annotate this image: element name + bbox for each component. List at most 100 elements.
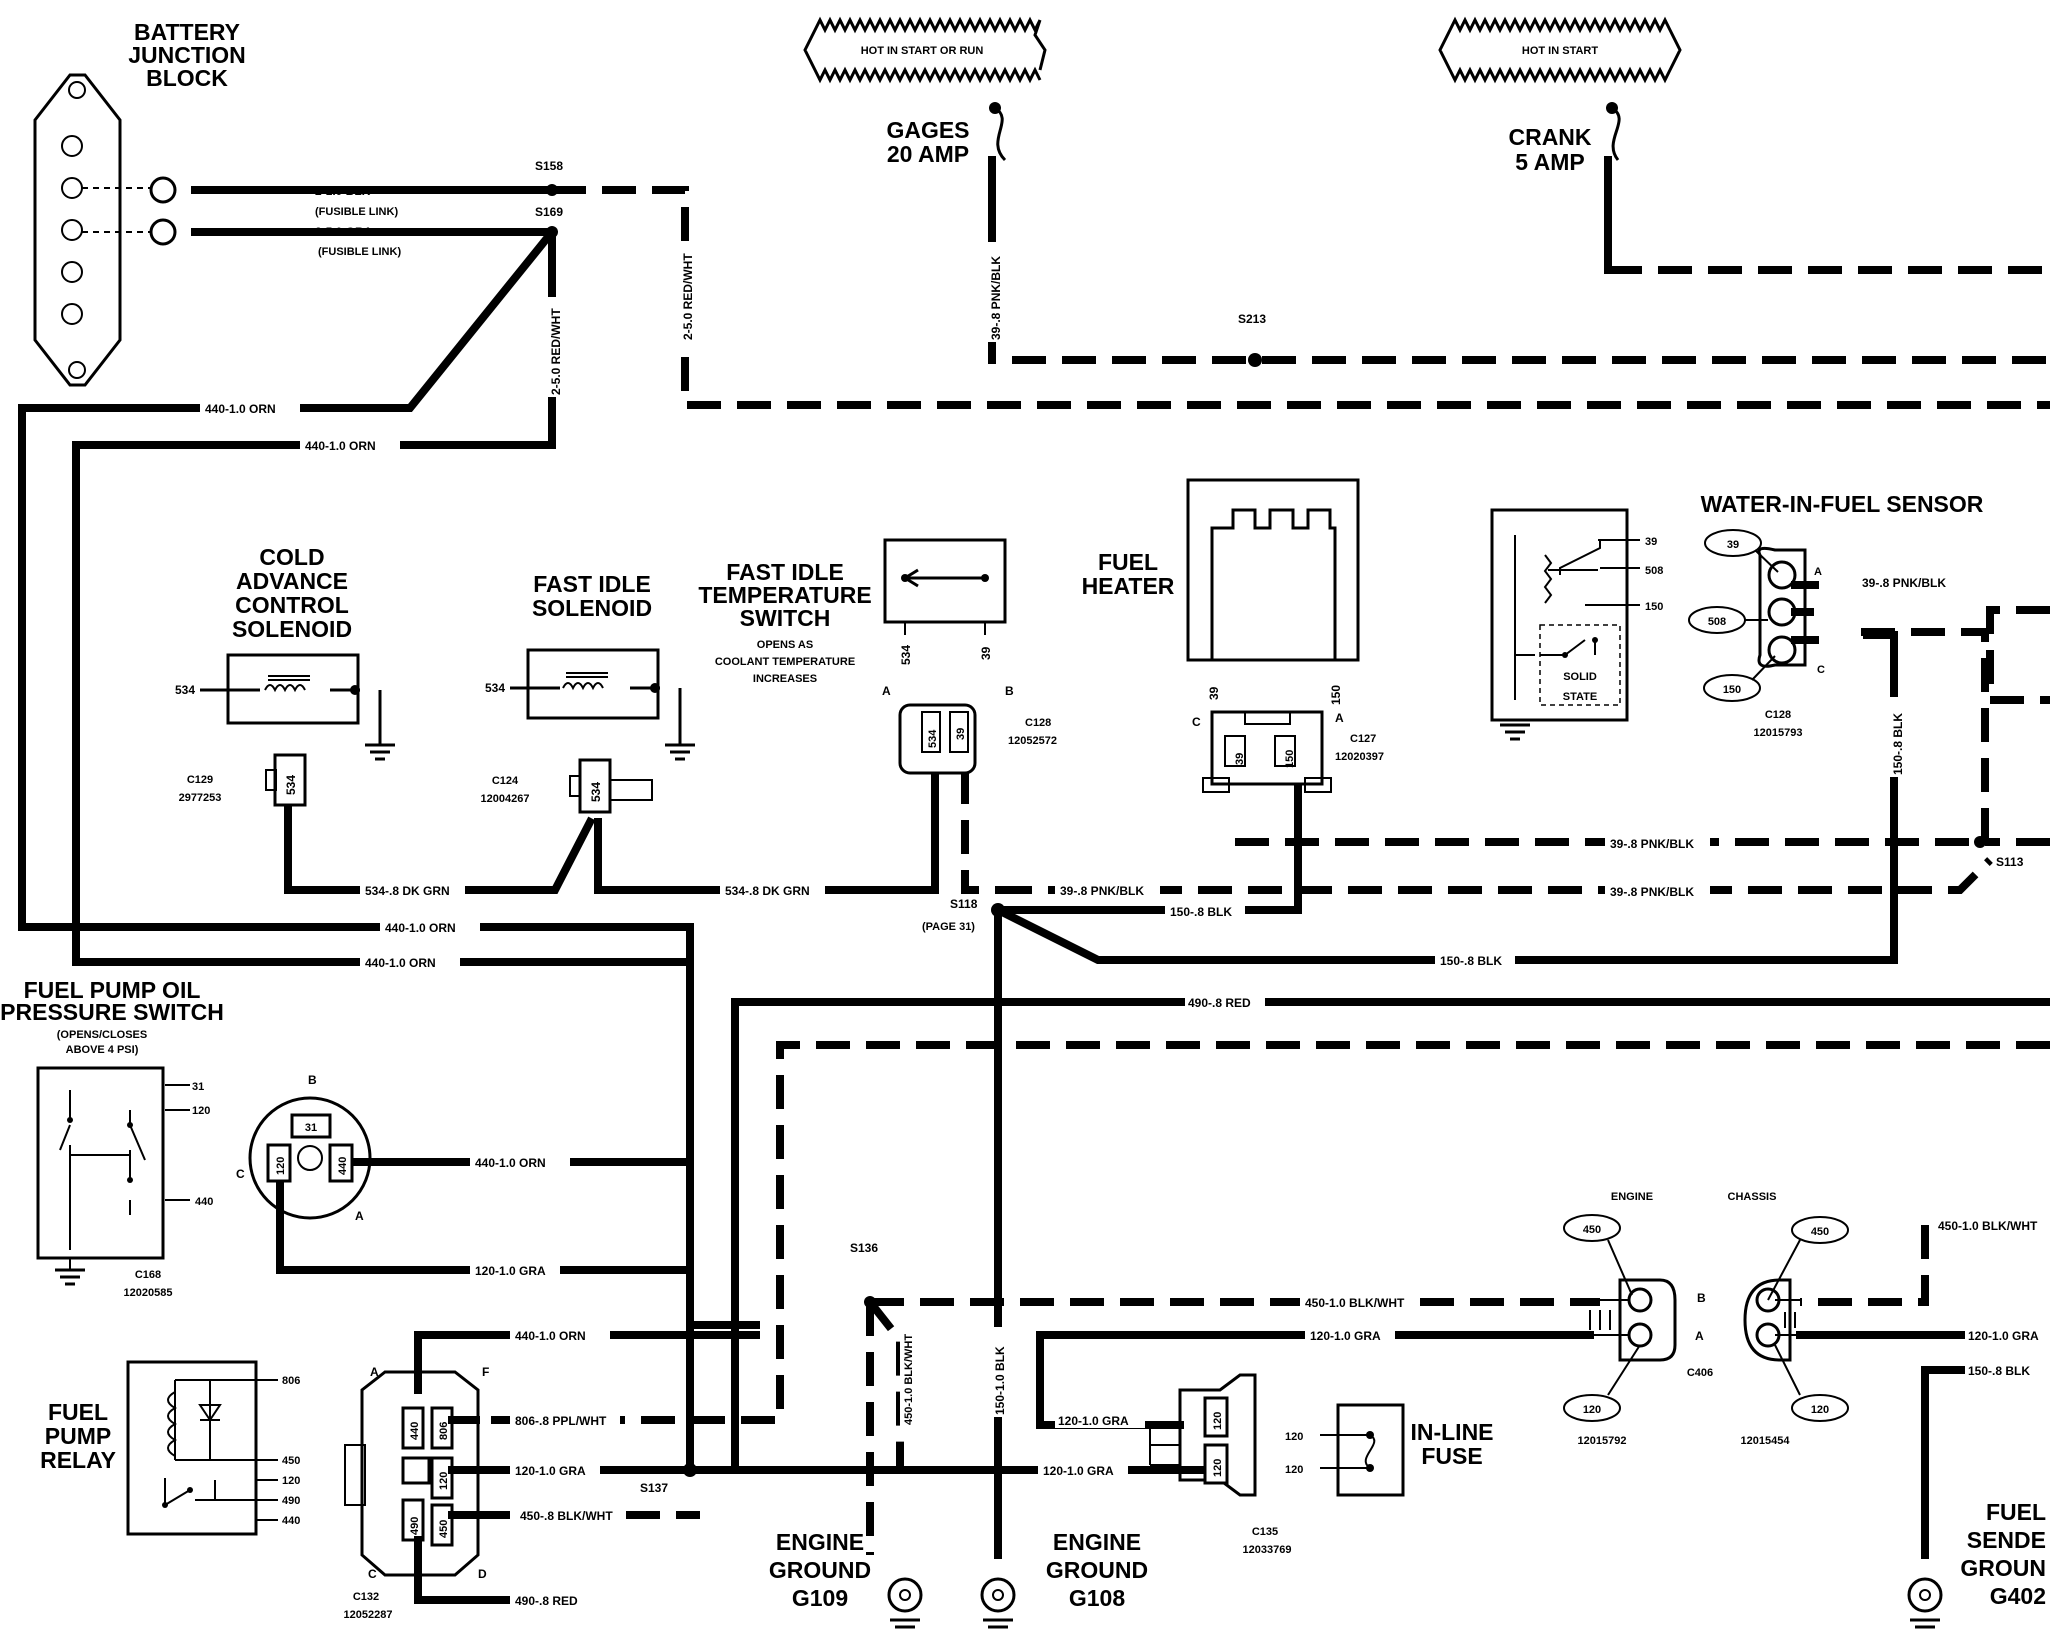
pin-490: 490 (409, 1517, 421, 1535)
splice-s136: S136 (850, 1241, 878, 1255)
pin-39: 39 (1234, 753, 1246, 765)
inline-fuse-label-2: FUSE (1421, 1443, 1482, 1469)
inline-fuse: 120 120 IN-LINE FUSE (1285, 1403, 1494, 1497)
c406-chassis-label: CHASSIS (1728, 1191, 1777, 1203)
gages-fuse-label-1: GAGES (886, 117, 969, 143)
pin-120: 120 (438, 1472, 450, 1490)
wire-label-blk-wht-450-r: 450-1.0 BLK/WHT (1938, 1219, 2038, 1233)
splice-dot (546, 226, 558, 238)
switch-contacts-icon (59, 1124, 146, 1161)
pin-120: 120 (192, 1105, 210, 1117)
pin-39: 39 (955, 728, 967, 740)
wire-label-blk-fusible: 2-1.0 BLK (315, 184, 371, 198)
cold-advance-solenoid: COLD ADVANCE CONTROL SOLENOID 534 534 C1… (175, 544, 395, 807)
g109-label-2: GROUND (769, 1557, 871, 1583)
cold-advance-label-4: SOLENOID (232, 616, 352, 642)
gages-fuse-label-2: 20 AMP (887, 141, 969, 167)
pin-c: C (1192, 715, 1201, 729)
callout-120: 120 (1811, 1404, 1829, 1416)
splice-s158: S158 (535, 159, 563, 173)
pin-b: B (1697, 1291, 1706, 1305)
g402-label-2: SENDE (1967, 1527, 2046, 1553)
wire-label-orn-2: 440-1.0 ORN (305, 439, 376, 453)
coil-icon (264, 675, 310, 693)
ground-g108: ENGINE GROUND G108 (980, 1529, 1148, 1629)
cold-advance-label-3: CONTROL (235, 592, 349, 618)
pin-534: 534 (485, 681, 505, 695)
diode-icon (198, 1404, 222, 1422)
callout-39: 39 (1727, 539, 1739, 551)
hot-start-label: HOT IN START (1522, 45, 1598, 57)
pin-f: F (482, 1365, 489, 1379)
fpr-label-3: RELAY (40, 1447, 116, 1473)
c124-part: 12004267 (481, 793, 530, 805)
pin-806: 806 (282, 1375, 300, 1387)
callout-508: 508 (1708, 616, 1726, 628)
c128a-label: C128 (1025, 717, 1051, 729)
pin-39: 39 (1207, 686, 1221, 700)
splice-dot (683, 1463, 697, 1477)
wire-label-blk-wht-v: 450-1.0 BLK/WHT (903, 1334, 915, 1425)
hot-start-run-label: HOT IN START OR RUN (861, 45, 984, 57)
fast-idle-solenoid-label-1: FAST IDLE (533, 571, 651, 597)
fpr-label-1: FUEL (48, 1399, 108, 1425)
c406-engine-label: ENGINE (1611, 1191, 1653, 1203)
fits-label-2: TEMPERATURE (698, 582, 871, 608)
fast-idle-temp-switch: FAST IDLE TEMPERATURE SWITCH OPENS AS CO… (698, 538, 1057, 775)
ground-lug-icon (980, 1577, 1016, 1613)
c129-label: C129 (187, 774, 213, 786)
pin-120: 120 (282, 1475, 300, 1487)
inline-fuse-label-1: IN-LINE (1410, 1419, 1493, 1445)
crank-fuse-label-2: 5 AMP (1515, 149, 1584, 175)
splice-dot (546, 184, 558, 196)
wire-label-pnk-blk-wif: 39-.8 PNK/BLK (1862, 576, 1946, 590)
splice-dot (991, 903, 1005, 917)
wire-label-red-wht-b: 2-5.0 RED/WHT (681, 253, 695, 340)
ground-icon (55, 1268, 85, 1286)
fpr-label-2: PUMP (45, 1423, 111, 1449)
pin-120: 120 (1212, 1459, 1224, 1477)
pin-31: 31 (192, 1081, 204, 1093)
heater-element-icon (1210, 508, 1337, 660)
pin-a: A (882, 684, 891, 698)
hot-start-run-banner: HOT IN START OR RUN (803, 16, 1047, 84)
callout-450: 450 (1811, 1226, 1829, 1238)
pin-534: 534 (589, 782, 603, 802)
ops-note-2: ABOVE 4 PSI) (66, 1044, 139, 1056)
solid-state-label-1: SOLID (1563, 671, 1597, 683)
pin-534: 534 (899, 645, 913, 665)
wire-label-red-490: 490-.8 RED (1188, 996, 1251, 1010)
c132-connector: 440 806 120 490 450 A F C D C132 1205228… (344, 1365, 490, 1621)
g108-label-1: ENGINE (1053, 1529, 1141, 1555)
callout-120: 120 (1583, 1404, 1601, 1416)
ops-note-1: (OPENS/CLOSES (57, 1029, 147, 1041)
splice-s213: S213 (1238, 312, 1266, 326)
ring-terminal-icon (149, 218, 177, 246)
c127-part: 12020397 (1335, 751, 1384, 763)
fuel-heater-label-2: HEATER (1082, 573, 1175, 599)
wire-label-blk-wif: 150-.8 BLK (1891, 713, 1905, 775)
ground-g402: FUEL SENDE GROUN G402 (1907, 1499, 2046, 1629)
pin-450: 450 (438, 1520, 450, 1538)
wire-label-blk-150-v: 150-1.0 BLK (993, 1346, 1007, 1415)
c406-engine-part: 12015792 (1578, 1435, 1627, 1447)
g108-label-2: GROUND (1046, 1557, 1148, 1583)
pin-a: A (1814, 566, 1822, 578)
pin-a: A (1335, 711, 1344, 725)
cold-advance-label-2: ADVANCE (236, 568, 348, 594)
terminal-3-icon (61, 219, 83, 241)
thermistor-icon (1543, 554, 1598, 604)
ops-label-1: FUEL PUMP OIL (24, 977, 201, 1003)
pin-440: 440 (195, 1196, 213, 1208)
wire-label-blk-150-2: 150-.8 BLK (1440, 954, 1502, 968)
wire-label-pnk-blk-1: 39-.8 PNK/BLK (1610, 837, 1694, 851)
wire-label-blk-wht-450-h: 450-1.0 BLK/WHT (1305, 1296, 1405, 1310)
fits-label-1: FAST IDLE (726, 559, 844, 585)
ground-icon (365, 743, 395, 761)
wire-label-pnk-blk-2: 39-.8 PNK/BLK (1610, 885, 1694, 899)
wire-label-orn-4: 440-1.0 ORN (365, 956, 436, 970)
c128a-part: 12052572 (1008, 735, 1057, 747)
ground-icon (1500, 723, 1530, 741)
c168-part: 12020585 (124, 1287, 173, 1299)
crank-fuse: CRANK 5 AMP (1508, 102, 1621, 175)
